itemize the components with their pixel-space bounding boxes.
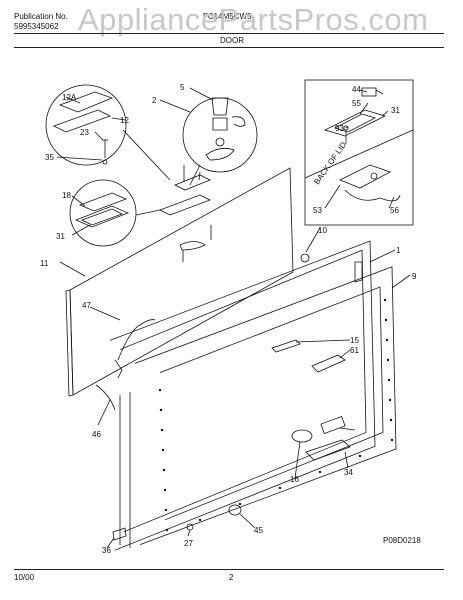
publication-number: 5995345062 <box>14 22 59 31</box>
footer-rule <box>14 569 444 570</box>
callout-56: 56 <box>390 206 399 215</box>
callout-numbers: 1 2 5 9 10 11 12 12A 15 16 18 23 27 31 3… <box>40 83 417 555</box>
part-53-shape <box>339 164 391 189</box>
inset-divider <box>304 129 414 179</box>
callout-12a: 12A <box>62 93 77 102</box>
part-10-shape <box>300 253 310 263</box>
callout-2: 2 <box>152 96 157 105</box>
callout-12: 12 <box>120 116 129 125</box>
part-34-shape <box>305 439 351 461</box>
callout-1: 1 <box>396 246 401 255</box>
callout-9: 9 <box>412 272 417 281</box>
callout-31-inset: 31 <box>391 106 400 115</box>
callout-53: 53 <box>313 206 322 215</box>
part-47-wire <box>117 319 156 361</box>
drawing-code: P08D0218 <box>383 536 421 545</box>
callout-46: 46 <box>92 430 101 439</box>
liner-screw-holes <box>158 298 394 532</box>
callout-93: 93 <box>335 124 344 133</box>
callout-55: 55 <box>352 99 361 108</box>
inset-circle-12a <box>45 84 127 166</box>
inset-circle-5 <box>182 97 258 173</box>
callout-16: 16 <box>290 475 299 484</box>
publication-label: Publication No. <box>14 12 68 21</box>
callout-44: 44 <box>352 85 361 94</box>
door-frame-outer <box>109 240 376 551</box>
callout-11: 11 <box>40 259 49 268</box>
inset-caption: BACK OF LID <box>312 140 348 186</box>
inset-circle-18 <box>69 179 137 247</box>
callout-15: 15 <box>350 336 359 345</box>
callout-47: 47 <box>82 301 91 310</box>
callout-27: 27 <box>184 539 193 548</box>
inset-box <box>304 79 414 226</box>
header-rule-top <box>14 33 444 34</box>
footer-date: 10/00 <box>14 573 35 582</box>
part-44-shape <box>361 87 377 97</box>
part-56-wire <box>344 189 401 202</box>
section-title: DOOR <box>220 36 244 45</box>
part-36-shape <box>112 527 127 541</box>
part-45-shape <box>228 504 242 516</box>
callout-31: 31 <box>56 232 65 241</box>
footer-page: 2 <box>229 573 234 582</box>
door-liner <box>134 266 397 545</box>
watermark: AppliancePartsPros.com <box>78 2 429 37</box>
callout-61: 61 <box>350 346 359 355</box>
part-55-shape <box>323 109 387 137</box>
model-number: FC14M5CW5 <box>203 12 252 21</box>
callout-5: 5 <box>180 83 185 92</box>
part-15-shape <box>271 339 301 353</box>
leader-lines <box>56 87 411 549</box>
header-rule-bottom <box>14 47 444 48</box>
callout-35: 35 <box>45 153 54 162</box>
callout-18: 18 <box>62 191 71 200</box>
door-liner-inner <box>159 286 384 521</box>
callout-10: 10 <box>318 226 327 235</box>
callout-23: 23 <box>80 128 89 137</box>
part-61-shape <box>311 354 346 373</box>
callout-34: 34 <box>344 468 353 477</box>
callout-36: 36 <box>102 546 111 555</box>
callout-45: 45 <box>254 526 263 535</box>
part-16-shape <box>291 429 313 443</box>
